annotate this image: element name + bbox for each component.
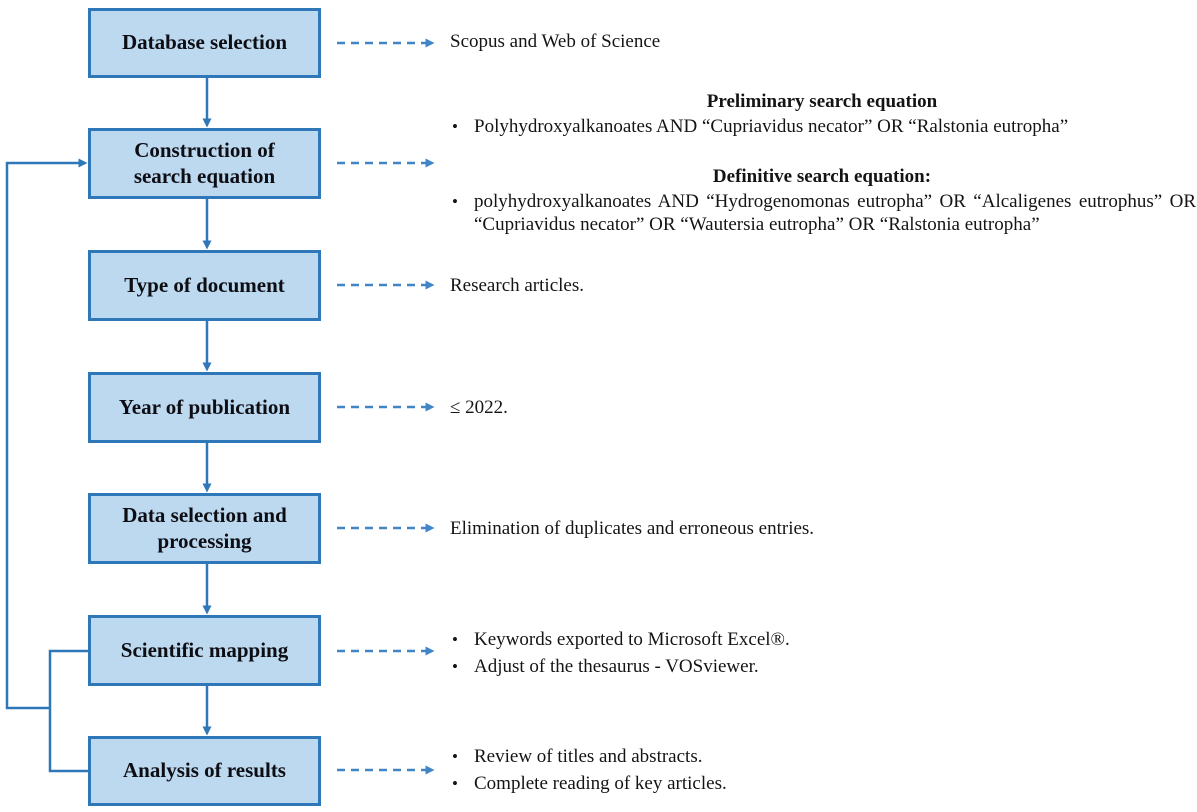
definitive-search-item: polyhydroxyalkanoates AND “Hydrogenomona… — [474, 191, 1196, 235]
note-year-of-publication: ≤ 2022. — [450, 397, 508, 418]
list-item: • Adjust of the thesaurus - VOSviewer. — [448, 654, 1196, 680]
step-label: Database selection — [121, 30, 288, 55]
step-label: Data selection and processing — [122, 503, 287, 553]
definitive-search-heading: Definitive search equation: — [712, 166, 932, 187]
bullet-marker: • — [452, 192, 458, 211]
step-label: Scientific mapping — [120, 637, 289, 662]
analysis-of-results-item: Review of titles and abstracts. — [474, 746, 703, 767]
note-database-selection: Scopus and Web of Science — [450, 31, 661, 52]
bullet-marker: • — [452, 774, 458, 793]
step-box-construction-of-search-equation: Construction of search equation — [88, 128, 321, 199]
list-item: • Keywords exported to Microsoft Excel®. — [448, 627, 1196, 653]
preliminary-search-item: Polyhydroxyalkanoates AND “Cupriavidus n… — [474, 116, 1069, 137]
bullet-marker: • — [452, 630, 458, 649]
step-label: Year of publication — [118, 394, 291, 419]
note-data-selection: Elimination of duplicates and erroneous … — [450, 518, 815, 539]
step-box-year-of-publication: Year of publication — [88, 372, 321, 443]
bullet-marker: • — [452, 747, 458, 766]
analysis-of-results-item: Complete reading of key articles. — [474, 773, 727, 794]
list-item: • Polyhydroxyalkanoates AND “Cupriavidus… — [448, 115, 1196, 138]
note-scientific-mapping: • Keywords exported to Microsoft Excel®.… — [448, 626, 1196, 680]
feedback-inner-bracket — [48, 649, 88, 773]
step-box-scientific-mapping: Scientific mapping — [88, 615, 321, 686]
note-type-of-document: Research articles. — [450, 275, 584, 296]
preliminary-search-heading: Preliminary search equation — [706, 91, 938, 112]
list-item: • polyhydroxyalkanoates AND “Hydrogenomo… — [448, 190, 1196, 236]
step-label: Analysis of results — [123, 758, 286, 783]
bullet-marker: • — [452, 117, 458, 136]
step-box-type-of-document: Type of document — [88, 250, 321, 321]
step-label: Type of document — [124, 272, 285, 297]
note-analysis-of-results: • Review of titles and abstracts. • Comp… — [448, 743, 1196, 797]
list-item: • Complete reading of key articles. — [448, 771, 1196, 797]
note-search-equation: Preliminary search equation • Polyhydrox… — [448, 90, 1196, 236]
step-box-data-selection-and-processing: Data selection and processing — [88, 493, 321, 564]
scientific-mapping-item: Adjust of the thesaurus - VOSviewer. — [474, 656, 759, 677]
step-label: Construction of search equation — [133, 138, 276, 188]
bullet-marker: • — [452, 657, 458, 676]
step-box-database-selection: Database selection — [88, 8, 321, 78]
step-box-analysis-of-results: Analysis of results — [88, 736, 321, 806]
list-item: • Review of titles and abstracts. — [448, 744, 1196, 770]
scientific-mapping-item: Keywords exported to Microsoft Excel®. — [474, 629, 790, 650]
feedback-outer-arrow — [5, 158, 88, 710]
